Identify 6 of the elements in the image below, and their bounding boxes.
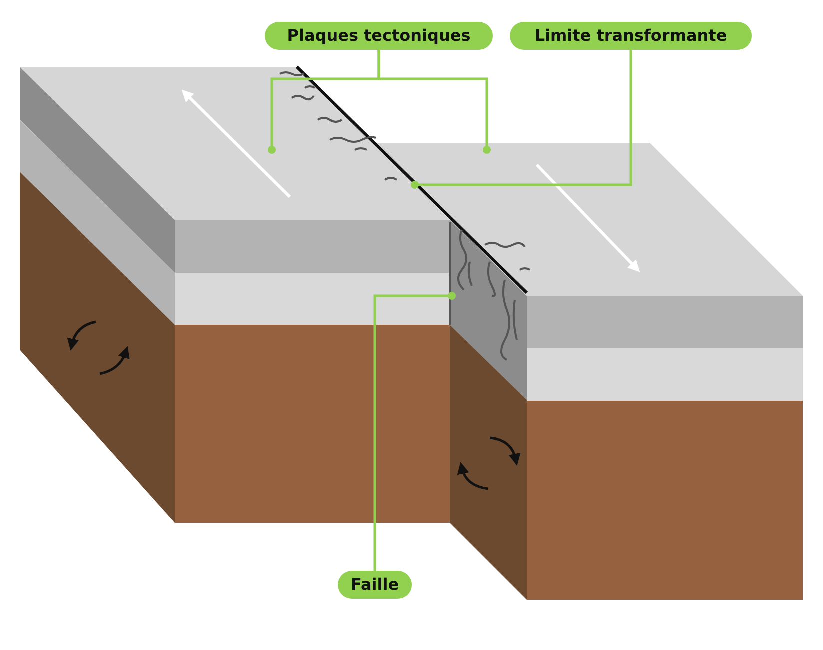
leader-line [411, 50, 632, 189]
leader-line [378, 50, 491, 154]
callout-label: Faille [338, 571, 412, 599]
leader-line [374, 292, 456, 571]
callout-label: Limite transformante [510, 22, 752, 50]
callout-label: Plaques tectoniques [265, 22, 493, 50]
